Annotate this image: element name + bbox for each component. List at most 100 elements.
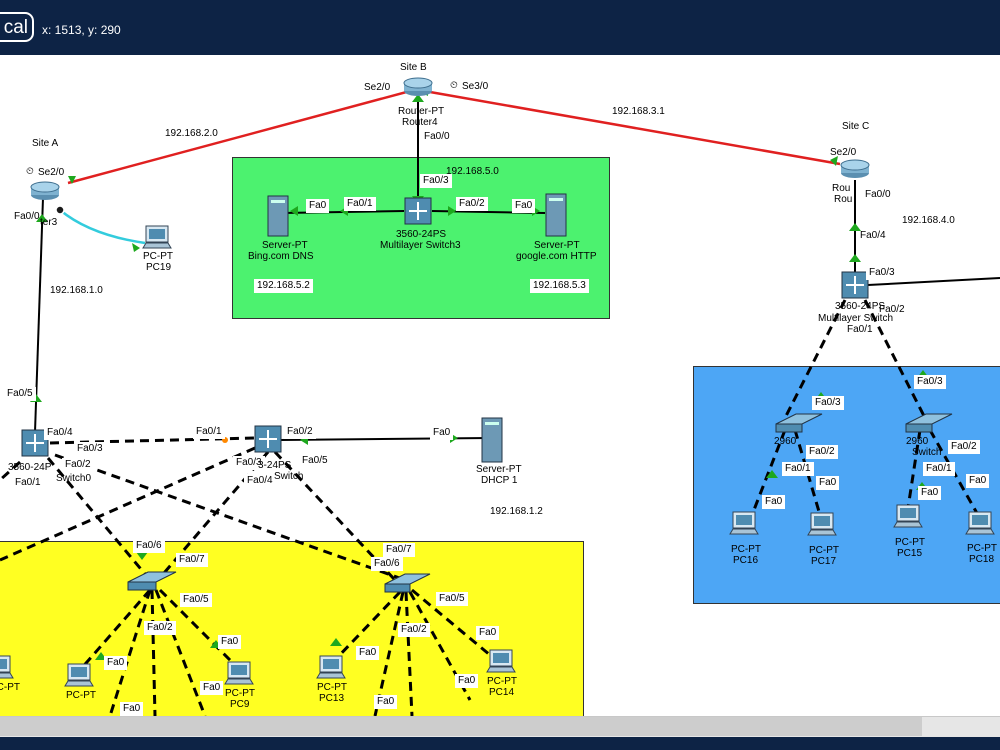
- port-label: Fa0/1: [344, 197, 376, 211]
- pc-icon: [142, 225, 172, 249]
- multilayer-switch-icon[interactable]: [841, 271, 869, 299]
- pc-icon: [224, 661, 254, 685]
- server-icon[interactable]: [267, 195, 289, 237]
- router-c-type-label: Rou: [832, 183, 851, 194]
- port-label: Fa0/0: [424, 131, 450, 142]
- pc18-name-label: PC18: [969, 554, 995, 565]
- port-label: Fa0: [512, 199, 536, 213]
- coordinate-readout: x: 1513, y: 290: [42, 23, 121, 37]
- pc17-name-label: PC17: [811, 556, 837, 567]
- port-label: Fa0/3: [914, 375, 946, 389]
- port-label: Fa0: [120, 702, 144, 716]
- port-label: Fa0/1: [923, 462, 955, 476]
- router-icon[interactable]: [30, 181, 60, 200]
- router4-type-label: Router-PT: [398, 106, 445, 117]
- port-label: Fa0/2: [806, 445, 838, 459]
- multilayer-switch-icon[interactable]: [254, 425, 282, 453]
- serial-link-a-b[interactable]: [67, 88, 415, 185]
- port-label: Fa0: [374, 695, 398, 709]
- port-label: Fa0: [218, 635, 242, 649]
- switch-icon[interactable]: [127, 571, 177, 591]
- port-label: Fa0/6: [371, 557, 403, 571]
- multilayer-switch3-name-label: Multilayer Switch3: [380, 240, 461, 251]
- link-ra-swa[interactable]: [34, 197, 44, 433]
- bottom-bar: [0, 737, 1000, 750]
- router-icon[interactable]: [403, 77, 433, 96]
- pc-icon: [807, 512, 837, 536]
- network-label: 192.168.1.0: [50, 285, 103, 296]
- network-label: 192.168.1.2: [490, 506, 543, 517]
- port-label: Fa0: [918, 486, 942, 500]
- switch-c-type-label: 3560-24PS: [835, 301, 886, 312]
- port-label: Fa0: [476, 626, 500, 640]
- pc19-name-label: PC19: [146, 262, 172, 273]
- pc14-type-label: PC-PT: [487, 676, 517, 687]
- port-label: Fa0: [104, 656, 128, 670]
- pc-icon: [486, 649, 516, 673]
- port-label: Fa0/2: [398, 623, 430, 637]
- server-icon[interactable]: [545, 193, 567, 237]
- site-b-label: Site B: [400, 62, 427, 73]
- pc5-type-label: PC-PT: [0, 682, 20, 693]
- link-ra-pc19[interactable]: [59, 209, 146, 245]
- port-label: Se2/0: [38, 167, 65, 178]
- port-label: Fa0/4: [244, 474, 276, 488]
- site-a-label: Site A: [32, 138, 59, 149]
- port-label: Fa0: [816, 476, 840, 490]
- multilayer-switch-icon[interactable]: [404, 197, 432, 225]
- ip-address-label: 192.168.5.3: [530, 279, 589, 293]
- router-a-name-label: ter3: [40, 217, 58, 228]
- port-label: Fa0/0: [865, 189, 891, 200]
- network-label: 192.168.2.0: [165, 128, 218, 139]
- port-label: Fa0: [430, 426, 454, 440]
- dns-server-type-label: Server-PT: [262, 240, 308, 251]
- port-label: Fa0/1: [12, 476, 44, 490]
- mode-toggle-button[interactable]: cal: [0, 12, 34, 42]
- multilayer-switch-icon[interactable]: [21, 429, 49, 457]
- switch-icon[interactable]: [775, 413, 823, 433]
- pc15-name-label: PC15: [897, 548, 923, 559]
- pc17-type-label: PC-PT: [809, 545, 839, 556]
- link-swc-right[interactable]: [867, 277, 1000, 286]
- port-label: Fa0: [356, 646, 380, 660]
- port-label: Fa0/6: [133, 539, 165, 553]
- port-label: Fa0/4: [860, 230, 886, 241]
- port-label: Fa0/2: [284, 425, 316, 439]
- pc19-type-label: PC-PT: [143, 251, 173, 262]
- port-label: Fa0: [455, 674, 479, 688]
- port-label: Fa0/7: [383, 543, 415, 557]
- router-icon[interactable]: [840, 159, 870, 178]
- switch-c2-type-label: 2960: [906, 436, 929, 447]
- port-label: Fa0/2: [948, 440, 980, 454]
- pc-icon: [965, 511, 995, 535]
- http-server-name-label: google.com HTTP: [516, 251, 597, 262]
- port-label: Fa0/3: [812, 396, 844, 410]
- switch0-type-label: 3560-24P: [8, 462, 52, 473]
- switch-icon[interactable]: [384, 573, 431, 593]
- port-label: Fa0: [306, 199, 330, 213]
- clock-icon: ⏲: [26, 166, 34, 177]
- switch-b-type-label: 3-24PS: [258, 460, 292, 471]
- multilayer-switch3-type-label: 3560-24PS: [396, 229, 447, 240]
- switch-icon[interactable]: [905, 413, 953, 433]
- router-c-name-label: Rou: [834, 194, 853, 205]
- site-c-label: Site C: [842, 121, 870, 132]
- pc13-type-label: PC-PT: [317, 682, 347, 693]
- pc13-name-label: PC13: [319, 693, 345, 704]
- port-label: Fa0/2: [144, 621, 176, 635]
- port-label: Se3/0: [462, 81, 489, 92]
- dhcp-server-name-label: DHCP 1: [481, 475, 518, 486]
- server-icon[interactable]: [481, 417, 503, 463]
- port-label: Fa0/2: [456, 197, 488, 211]
- pc18-type-label: PC-PT: [967, 543, 997, 554]
- pc15-type-label: PC-PT: [895, 537, 925, 548]
- pc-icon: [316, 655, 346, 679]
- http-server-type-label: Server-PT: [534, 240, 580, 251]
- pc-icon: [893, 504, 923, 528]
- switch0-name-label: Switch0: [56, 473, 92, 484]
- serial-link-b-c[interactable]: [429, 90, 841, 166]
- scrollbar-thumb[interactable]: [0, 717, 922, 736]
- switch-b-name-label: Switch: [274, 471, 304, 482]
